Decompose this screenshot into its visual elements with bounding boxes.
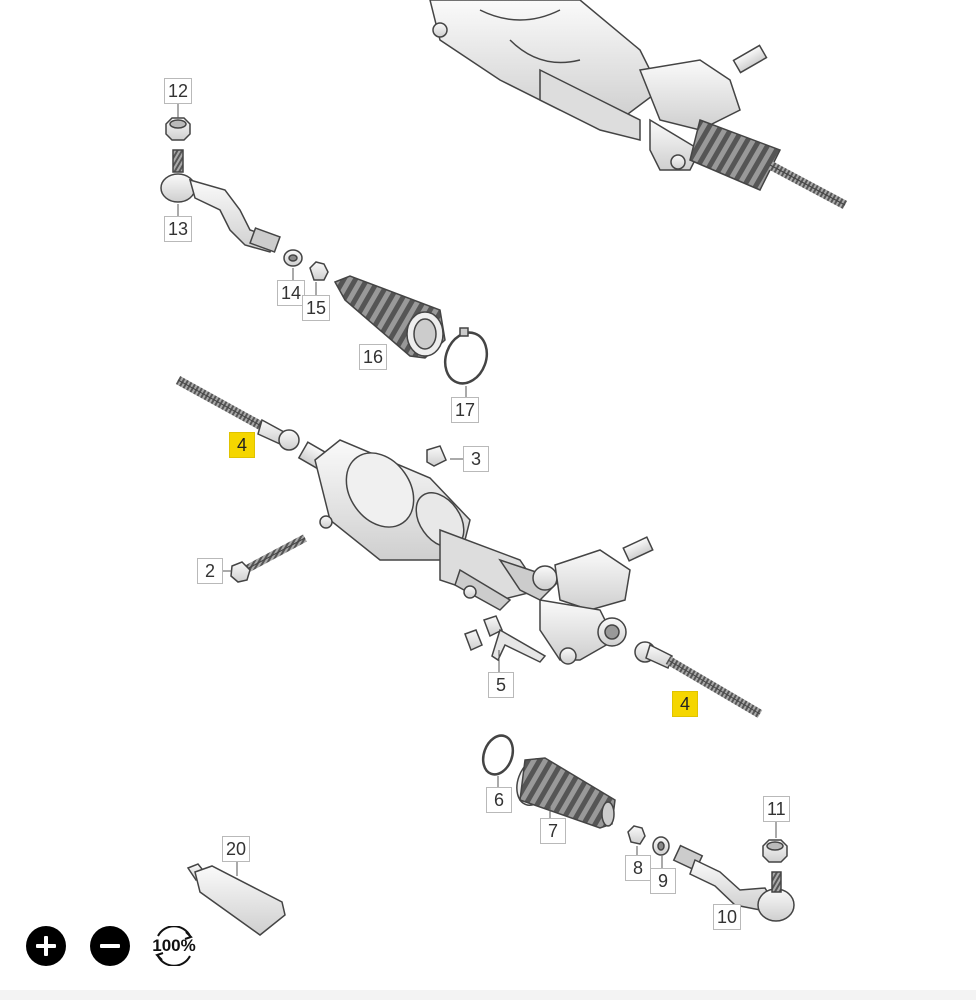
part-9-ring	[652, 836, 670, 856]
callout-16: 16	[359, 344, 388, 370]
callout-2: 2	[197, 558, 223, 584]
zoom-reset-button[interactable]: 100%	[148, 926, 200, 966]
zoom-in-button[interactable]	[26, 926, 66, 966]
part-16-bellows	[333, 275, 446, 359]
steering-rack-main	[297, 439, 654, 665]
callout-5: 5	[488, 672, 514, 698]
callout-3: 3	[463, 446, 489, 472]
bottom-strip	[0, 990, 976, 1000]
callout-8: 8	[625, 855, 651, 881]
part-17-clamp	[443, 327, 489, 385]
part-20-grease-tube	[186, 863, 286, 936]
callout-11: 11	[763, 796, 790, 822]
part-2-bolt	[230, 534, 307, 583]
part-8-nut	[627, 825, 646, 845]
part-14-ring	[283, 249, 303, 267]
reset-zoom-icon	[155, 926, 193, 966]
callout-14: 14	[277, 280, 306, 306]
callout-7: 7	[540, 818, 566, 844]
part-4-inner-tie-rod-right	[634, 641, 763, 718]
callout-4-left: 4	[229, 432, 255, 458]
callout-13: 13	[164, 216, 193, 242]
part-11-nut	[762, 839, 788, 863]
callout-17: 17	[451, 397, 480, 423]
part-10-tie-rod-end	[672, 844, 795, 922]
callout-9: 9	[650, 868, 676, 894]
part-7-bellows	[516, 757, 616, 829]
callout-6: 6	[486, 787, 512, 813]
part-4-inner-tie-rod-left	[175, 376, 300, 451]
steering-rack-top	[429, 0, 848, 209]
zoom-out-button[interactable]	[90, 926, 130, 966]
callout-12: 12	[164, 78, 193, 104]
part-5-bracket	[464, 615, 547, 663]
part-6-clamp	[481, 734, 515, 776]
zoom-level: 100%	[152, 936, 196, 955]
callout-10: 10	[713, 904, 742, 930]
callout-20: 20	[222, 836, 251, 862]
part-12-nut	[165, 117, 191, 141]
part-13-tie-rod-end	[160, 149, 281, 253]
part-15-nut	[309, 261, 329, 281]
callout-4-right: 4	[672, 691, 698, 717]
callout-15: 15	[302, 295, 331, 321]
part-3-clip	[426, 445, 447, 467]
